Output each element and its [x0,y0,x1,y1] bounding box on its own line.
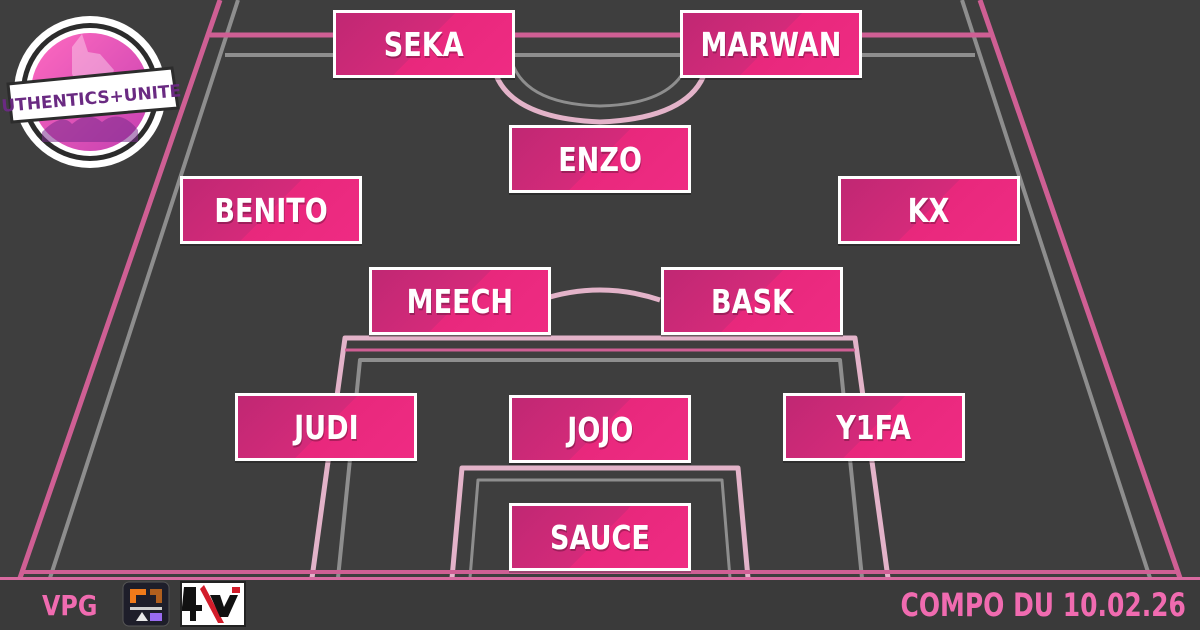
player-card-sauce: SAUCE [509,503,691,571]
player-card-seka: SEKA [333,10,515,78]
player-name: BENITO [214,190,328,230]
player-name: KX [908,190,950,230]
player-name: Y1FA [836,407,912,447]
footer-divider [0,577,1200,580]
player-name: BASK [710,281,794,321]
team-crest-icon: AUTHENTICS+UNITED [2,16,182,168]
compo-date-label: COMPO DU 10.02.26 [900,586,1186,624]
player-name: ENZO [558,139,642,179]
platform-label: VPG [42,589,98,622]
player-card-bask: BASK [661,267,843,335]
player-card-kx: KX [838,176,1020,244]
player-card-meech: MEECH [369,267,551,335]
player-card-enzo: ENZO [509,125,691,193]
player-card-judi: JUDI [235,393,417,461]
player-name: SEKA [384,24,464,64]
player-name: JUDI [293,407,359,447]
player-name: SAUCE [550,517,650,557]
player-card-benito: BENITO [180,176,362,244]
masterleague-icon [122,581,170,627]
player-card-jojo: JOJO [509,395,691,463]
player-name: MEECH [406,281,514,321]
player-card-marwan: MARWAN [680,10,862,78]
4vz-logo-icon [180,581,246,627]
player-name: MARWAN [700,24,842,64]
player-name: JOJO [566,409,634,449]
player-card-y1fa: Y1FA [783,393,965,461]
footer-bar: VPG COMPO DU 10.02.26 [0,577,1200,630]
